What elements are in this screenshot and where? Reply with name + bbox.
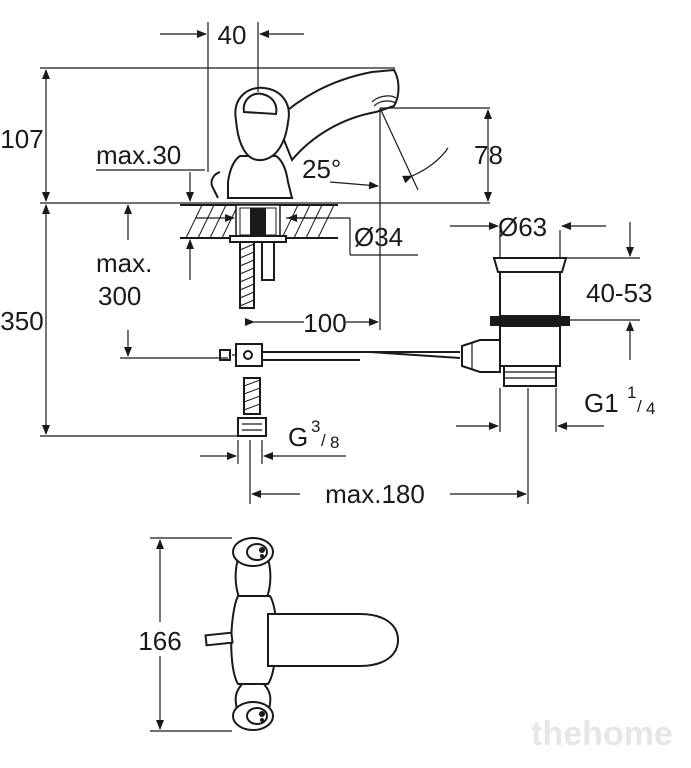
extension-lines bbox=[40, 22, 640, 504]
waste-thread-main: G1 bbox=[584, 388, 619, 418]
waste-thread-denominator: 4 bbox=[646, 399, 655, 418]
dim-rod-length: max.180 bbox=[325, 479, 425, 509]
watermark-logo: thehome bbox=[531, 715, 673, 753]
dimension-arrows bbox=[42, 30, 634, 498]
fraction-slash: / bbox=[637, 397, 642, 416]
dim-waste-thread: G1 1 / 4 bbox=[584, 383, 655, 418]
supply-thread-main: G bbox=[288, 422, 308, 452]
dim-supply-thread: G 3 / 8 bbox=[288, 417, 339, 452]
dim-max-value: 300 bbox=[98, 281, 141, 311]
dim-plan-length: 166 bbox=[138, 626, 181, 656]
dim-base-diameter: Ø34 bbox=[354, 222, 403, 252]
dim-outlet-height: 78 bbox=[474, 140, 503, 170]
dim-spout-angle: 25° bbox=[302, 154, 341, 184]
dim-deck-thickness: max.30 bbox=[96, 140, 181, 170]
dim-max-label: max. bbox=[96, 248, 152, 278]
supply-hose bbox=[237, 241, 275, 437]
mixer-body bbox=[210, 68, 400, 199]
waste-thread-numerator: 1 bbox=[627, 383, 636, 402]
plan-view: 166 bbox=[128, 537, 400, 732]
dim-waste-diameter: Ø63 bbox=[498, 212, 547, 242]
dim-spout-height: 107 bbox=[0, 124, 43, 154]
dim-spout-reach: 100 bbox=[303, 308, 346, 338]
dim-top-width: 40 bbox=[218, 20, 247, 50]
dim-waste-length: 40-53 bbox=[586, 278, 653, 308]
deck-section bbox=[180, 204, 338, 243]
dim-total-height: 350 bbox=[0, 306, 43, 336]
supply-thread-numerator: 3 bbox=[311, 417, 320, 436]
supply-thread-denominator: 8 bbox=[330, 433, 339, 452]
side-elevation: 40 107 max.30 25° 78 Ø34 Ø63 max. 300 35… bbox=[0, 20, 655, 509]
pop-up-waste bbox=[461, 257, 570, 387]
pop-up-rod bbox=[219, 343, 461, 367]
fraction-slash: / bbox=[321, 431, 326, 450]
